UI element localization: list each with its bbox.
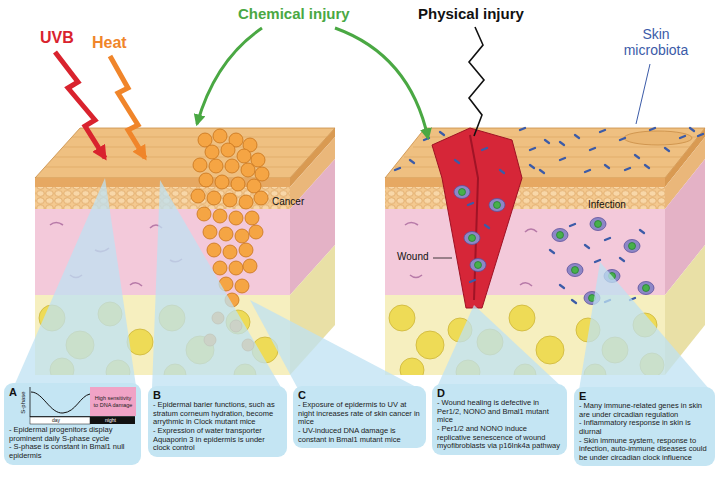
callout-wedges — [14, 178, 710, 390]
bullet-text: - Inflammatory response in skin is diurn… — [579, 419, 710, 436]
panel-letter: C — [298, 389, 421, 401]
sensitivity-box: High sensitivity to DNA damage — [90, 387, 136, 416]
s-phase-chart: High sensitivity to DNA damage S-phase day… — [18, 386, 136, 426]
part-label: Cancer — [272, 196, 304, 208]
y-axis — [30, 387, 31, 417]
axis-label: S-phase — [20, 388, 27, 418]
physical-injury-line — [469, 27, 484, 136]
injury-label: Physical injury — [418, 5, 524, 23]
panel-letter: A — [9, 386, 17, 398]
microbiota-label: Skin microbiota — [610, 26, 702, 58]
callout-panel: D- Wound healing is defective in Per1/2,… — [432, 384, 567, 455]
callout-panel: C- Exposure of epidermis to UV at night … — [293, 386, 426, 448]
callout-panel: B- Epidermal barier functions, such as s… — [148, 386, 287, 457]
bar-label: day — [52, 417, 60, 424]
injury-label: Heat — [92, 33, 127, 52]
part-label: Infection — [588, 199, 626, 211]
bullet-text: - Exposure of epidermis to UV at night i… — [298, 401, 421, 427]
callout-panel: A High sensitivity to DNA damage S-phase da… — [4, 383, 141, 465]
chemical-arrow — [335, 28, 428, 138]
bullet-text: - Epidermal progenitors display prominen… — [9, 426, 136, 443]
immune-cells — [454, 186, 654, 305]
panel-letter: B — [153, 389, 282, 401]
bullet-text: - Wound healing is defective in Per1/2, … — [437, 399, 562, 425]
box-text: High sensitivity to DNA damage — [92, 395, 134, 408]
s-phase-curve — [31, 392, 90, 413]
injury-label: Chemical injury — [238, 5, 350, 23]
bullet-text: - S-phase is constant in Bmal1 null epid… — [9, 443, 136, 460]
bacteria — [395, 128, 703, 303]
wound-leader — [433, 258, 452, 259]
bullet-text: - Expression of water transporter Aquapo… — [153, 427, 282, 453]
panel-letter: E — [579, 390, 710, 402]
day-bar — [30, 417, 90, 424]
bullet-text: - UV-induced DNA damage is constant in B… — [298, 427, 421, 444]
bar-label: night — [105, 417, 116, 424]
part-label: Wound — [397, 251, 429, 263]
injury-label: UVB — [40, 28, 74, 47]
bullet-text: - Skin immune system, response to infect… — [579, 437, 710, 463]
bullet-text: - Many immune-related genes in skin are … — [579, 402, 710, 419]
callout-panel: E- Many immune-related genes in skin are… — [574, 387, 715, 466]
wound — [432, 128, 522, 308]
heat-arrow — [110, 56, 145, 158]
night-bar — [90, 417, 135, 424]
uvb-arrow — [55, 52, 105, 158]
chemical-arrow — [197, 28, 262, 124]
bullet-text: - Epidermal barier functions, such as st… — [153, 401, 282, 427]
bullet-text: - Per1/2 and NONO induce replicative sen… — [437, 425, 562, 451]
panel-letter: D — [437, 387, 562, 399]
microbiota-leader — [636, 64, 650, 124]
